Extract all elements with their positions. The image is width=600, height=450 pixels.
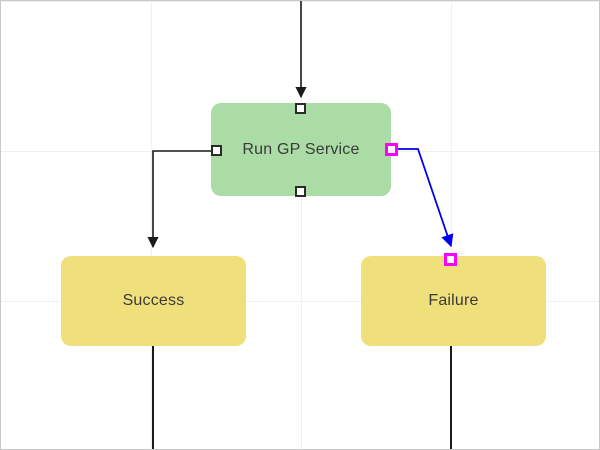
port-top-failure[interactable] xyxy=(444,253,457,266)
port-bottom-run-gp-service[interactable] xyxy=(295,186,306,197)
node-run-gp-service[interactable]: Run GP Service xyxy=(211,103,391,196)
port-left-run-gp-service[interactable] xyxy=(211,145,222,156)
node-label-failure: Failure xyxy=(428,292,479,309)
node-label-run-gp-service: Run GP Service xyxy=(242,140,360,158)
edge-run-gp-service-to-success[interactable] xyxy=(147,150,211,249)
port-top-run-gp-service[interactable] xyxy=(295,103,306,114)
node-label-success: Success xyxy=(122,292,185,309)
port-right-run-gp-service[interactable] xyxy=(385,143,398,156)
node-failure[interactable]: Failure xyxy=(361,256,546,346)
node-success[interactable]: Success xyxy=(61,256,246,346)
edge-run-gp-service-to-failure[interactable] xyxy=(398,148,454,248)
